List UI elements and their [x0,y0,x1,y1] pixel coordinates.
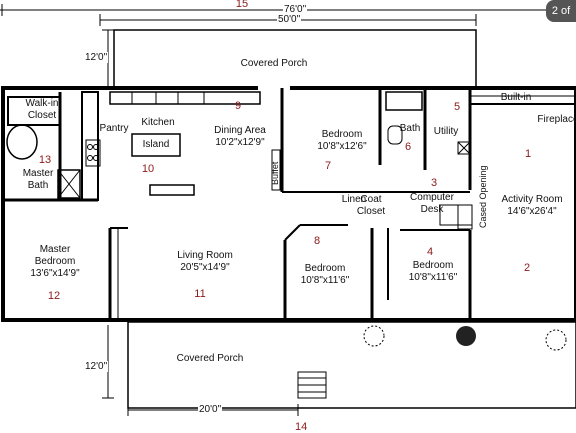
room-number-master-bedroom: 12 [47,290,61,302]
top-number: 15 [235,0,249,10]
porch-depth-bottom-dim: 12'0" [84,361,109,372]
room-number-bedroom-7: 7 [324,160,332,172]
room-number-computer-desk: 3 [430,177,438,189]
room-label-cased-opening: Cased Opening [478,165,488,228]
room-label-master-bedroom: Master Bedroom 13'6"x14'9" [30,244,80,279]
room-number-dining-area: 9 [234,100,242,112]
overall-width-dim: 76'0" [283,4,308,15]
room-label-dining-area: Dining Area 10'2"x12'9" [214,125,266,148]
page-indicator: 2 of [546,0,576,22]
room-label-covered-porch-top: Covered Porch [240,58,308,69]
room-label-master-bath: Master Bath [22,168,54,191]
room-number-bath-6: 6 [404,141,412,153]
room-label-bedroom-8: Bedroom 10'8"x11'6" [300,263,350,286]
room-label-kitchen: Kitchen [141,117,175,128]
room-label-covered-porch-bottom: Covered Porch [176,353,244,364]
room-label-pantry: Pantry [99,123,129,134]
house-width-dim: 50'0" [277,14,302,25]
room-number-bedroom-8: 8 [313,235,321,247]
room-number-utility: 5 [453,101,461,113]
room-label-buffet: Buffet [270,161,280,185]
room-label-built-in: Built-in [500,92,532,103]
room-number-kitchen: 10 [141,163,155,175]
porch-width-bottom-dim: 20'0" [198,404,223,415]
room-number-living-room: 11 [194,288,206,300]
room-label-bedroom-4: Bedroom 10'8"x11'6" [408,260,458,283]
room-label-fireplace: Fireplace [537,114,576,125]
room-label-activity-room: Activity Room 14'6"x26'4" [501,194,563,217]
room-label-island: Island [142,139,170,150]
bottom-number: 14 [295,421,308,433]
room-label-coat-closet: Coat Closet [356,194,386,217]
room-number-bedroom-4: 4 [426,246,434,258]
room-label-bedroom-7: Bedroom 10'8"x12'6" [317,129,367,152]
room-number-activity-room: 1 [524,148,532,160]
room-label-utility: Utility [433,126,459,137]
room-label-living-room: Living Room 20'5"x14'9" [177,250,233,273]
activity-lower-number: 2 [523,262,531,274]
room-label-walk-in-closet: Walk-in Closet [25,98,59,121]
room-number-master-bath: 13 [38,154,52,166]
room-label-linen: Linen [341,194,367,205]
room-label-computer-desk: Computer Desk [410,192,454,215]
room-label-bath-6: Bath [399,123,421,134]
porch-depth-top-dim: 12'0" [84,52,109,63]
